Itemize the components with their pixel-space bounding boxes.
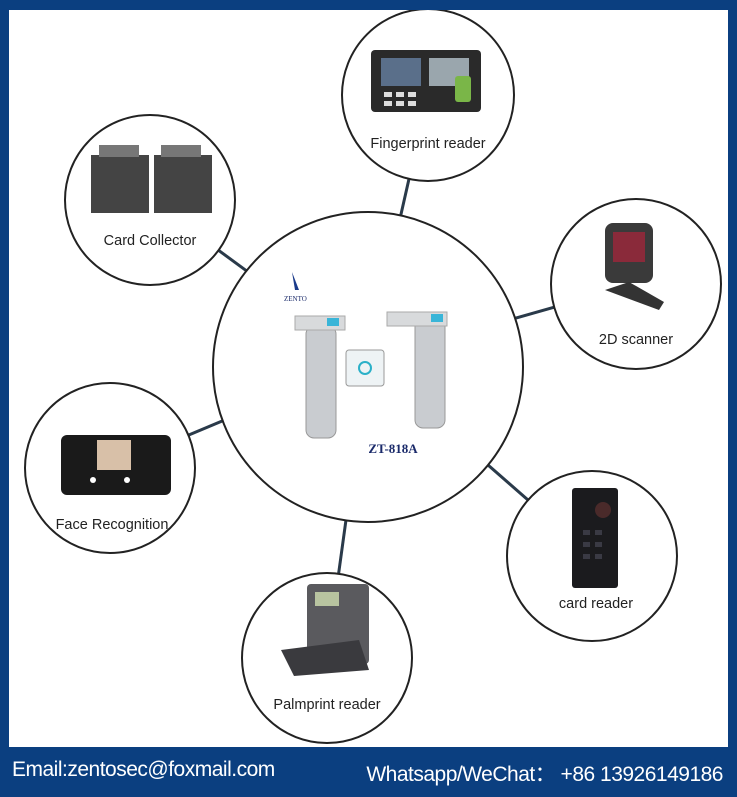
model-label: ZT-818A (368, 441, 418, 456)
node-label-card-reader: card reader (558, 596, 634, 612)
node-label-scanner: 2D scanner (598, 332, 674, 348)
node-label-face: Face Recognition (55, 517, 169, 533)
scanner-circle (550, 198, 722, 370)
contact-footer: Email:zentosec@foxmail.com Whatsapp/WeCh… (0, 748, 737, 797)
turnstile-image (292, 272, 448, 439)
phone-contact: Whatsapp/WeChat： +86 13926149186 (366, 763, 723, 786)
face-recognition-image (61, 435, 171, 495)
palmprint-reader-image (281, 584, 369, 676)
diagram-graphic (24, 10, 722, 744)
card-reader-image (572, 488, 618, 588)
brand-logo-text: ZENTO (284, 295, 307, 303)
email-contact: Email:zentosec@foxmail.com (12, 758, 275, 781)
diagram-canvas: ZENTO ZT-818A Fingerprint reader Card Co… (9, 10, 728, 747)
card-collector-image (91, 145, 212, 213)
fingerprint-reader-image (371, 50, 481, 112)
node-label-palmprint: Palmprint reader (273, 697, 381, 713)
2d-scanner-image (605, 223, 664, 310)
node-label-card-collector: Card Collector (103, 233, 197, 249)
zento-logo-icon (292, 272, 299, 290)
node-label-fingerprint: Fingerprint reader (370, 136, 486, 152)
